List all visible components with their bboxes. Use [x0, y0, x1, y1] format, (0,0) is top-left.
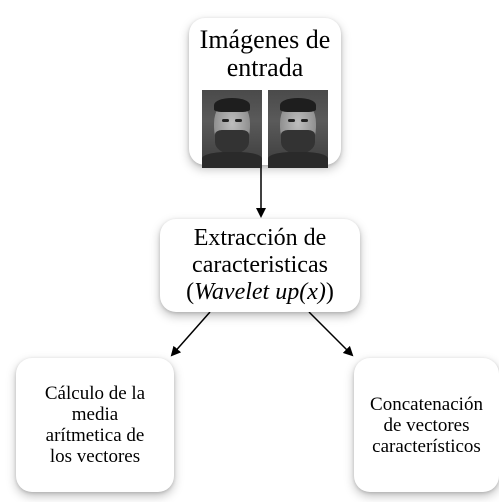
face-image-right [268, 90, 328, 168]
feature-extraction-node: Extracción de caracteristicas (Wavelet u… [160, 219, 360, 312]
mean-calculation-node: Cálculo de la media arítmetica de los ve… [16, 358, 174, 492]
input-images-title: Imágenes de entrada [199, 25, 331, 82]
feature-extraction-method: (Wavelet up(x)) [160, 279, 360, 306]
face-images [189, 90, 341, 168]
feature-extraction-line1: Extracción de [193, 225, 327, 251]
arrow-extraction-to-mean [170, 311, 211, 357]
input-images-node: Imágenes de entrada [189, 18, 341, 168]
feature-extraction-line2: caracteristicas [192, 252, 328, 278]
method-paren-open: ( [186, 279, 195, 305]
arrow-extraction-to-concat [308, 311, 354, 357]
method-paren-close: ) [325, 279, 334, 305]
mean-calculation-label: Cálculo de la media arítmetica de los ve… [44, 383, 146, 467]
concatenation-node: Concatenación de vectores característico… [354, 358, 499, 492]
method-name: Wavelet up(x) [194, 279, 326, 305]
face-image-left [202, 90, 262, 168]
concatenation-label: Concatenación de vectores característico… [370, 393, 483, 457]
